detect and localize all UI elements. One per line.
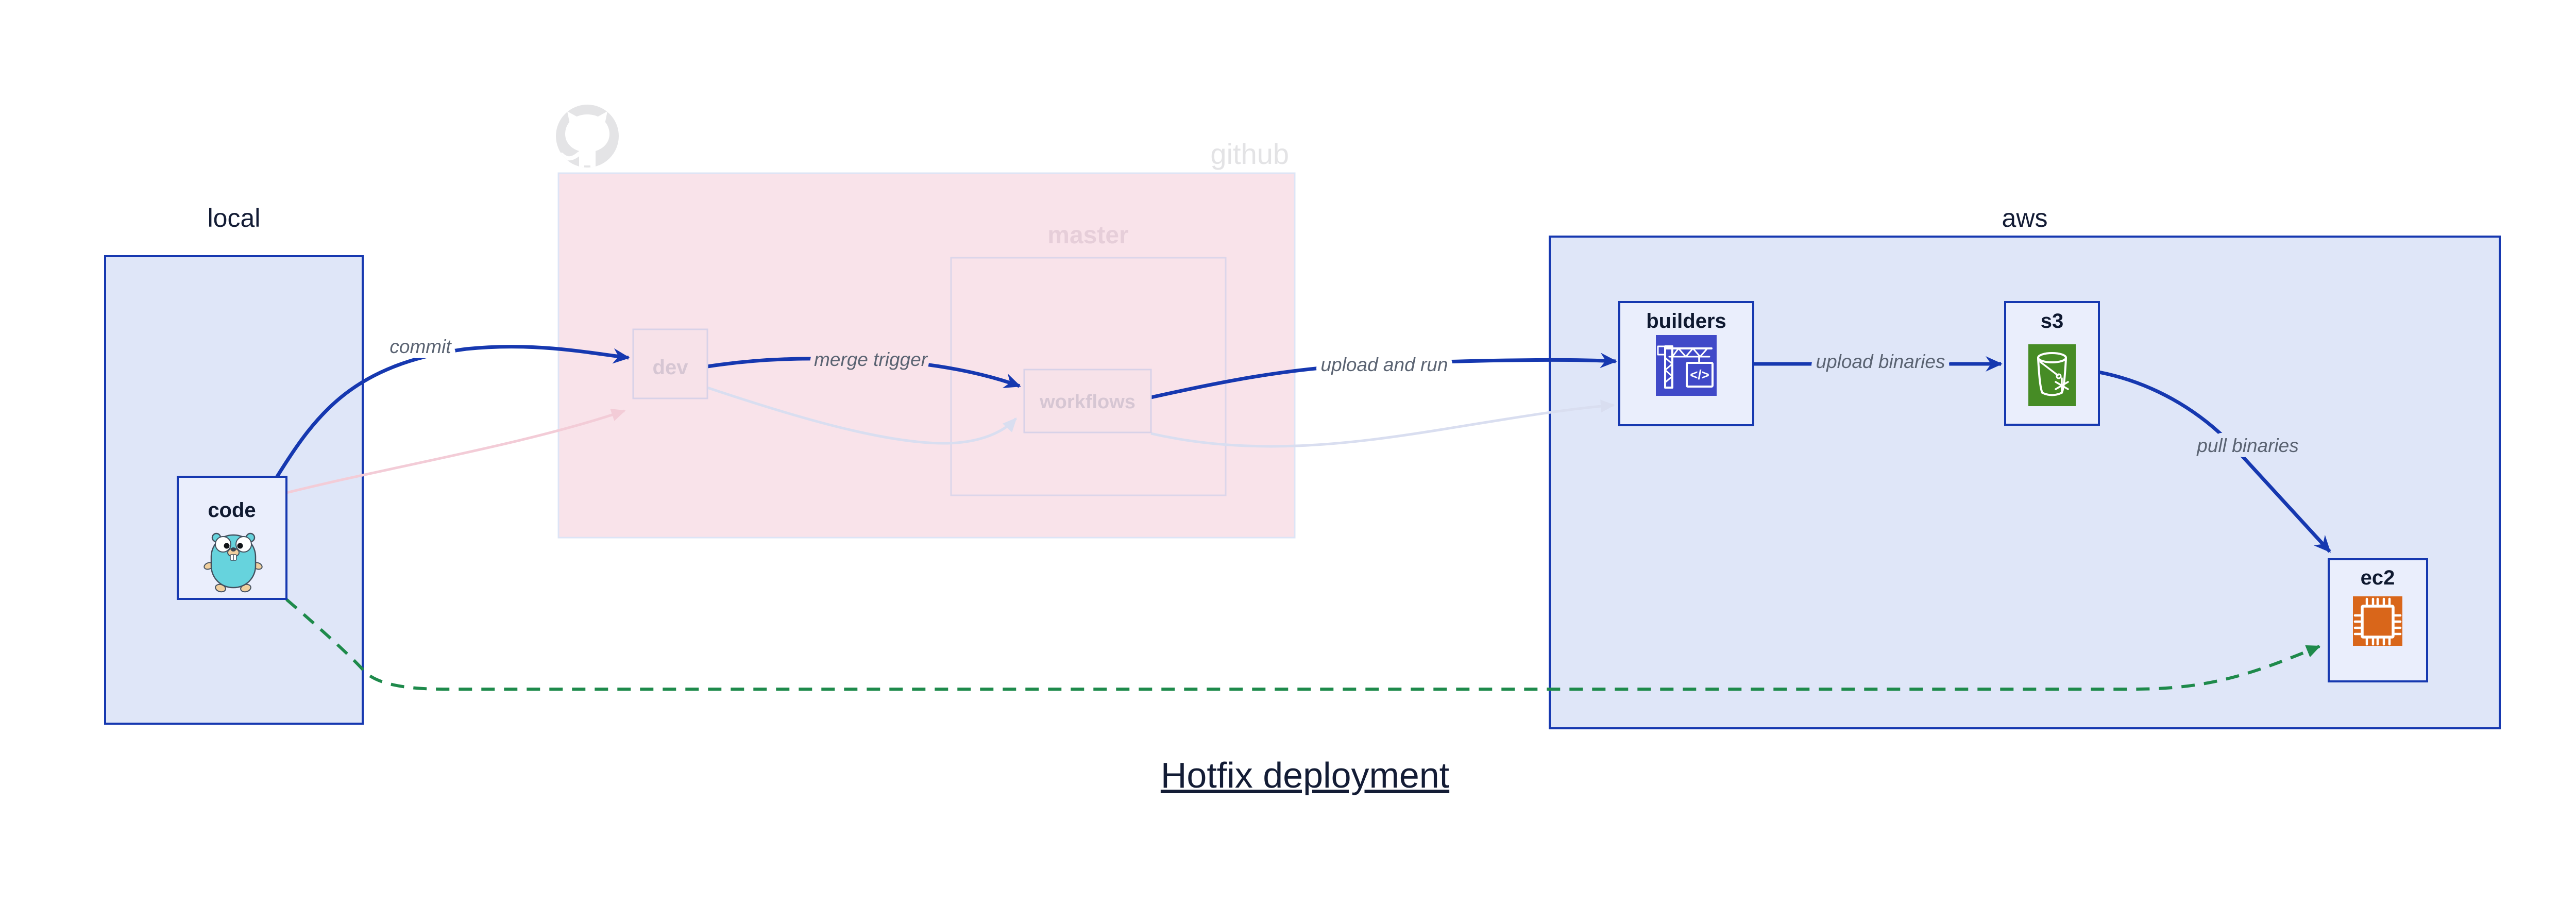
aws-group-label: aws [2002,204,2048,232]
node-workflows: workflows [1023,369,1152,433]
node-s3: s3 [2004,301,2100,426]
node-dev: dev [632,328,708,399]
aws-ec2-chip-icon [2353,596,2402,646]
node-ec2: ec2 [2328,558,2428,682]
edge-pull-binaries [2098,370,2331,553]
master-group-label: master [1047,222,1128,249]
edge-faded-dev-workflows [707,386,1017,445]
node-ec2-label: ec2 [2361,566,2395,589]
edge-merge-trigger [707,357,1021,388]
edge-label-pull-binaries: pull binaries [2196,435,2298,456]
local-group-label: local [208,204,261,232]
diagram-title: Hotfix deployment [1161,755,1449,795]
aws-codebuild-icon: </> [1656,335,1717,396]
edge-label-upload-and-run: upload and run [1321,354,1448,375]
aws-s3-glacier-bucket-icon [2028,344,2076,406]
go-gopher-icon [204,532,263,593]
node-builders-label: builders [1646,310,1726,332]
edge-label-merge-trigger: merge trigger [814,349,928,370]
octocat-icon [556,105,619,168]
node-builders: builders </> [1618,301,1754,426]
edge-label-commit: commit [389,336,452,357]
edge-label-upload-binaries: upload binaries [1816,351,1945,372]
node-dev-label: dev [653,356,689,379]
master-group-box [950,257,1227,496]
node-code: code [177,476,287,600]
node-workflows-label: workflows [1039,391,1136,413]
codebuild-icon-glyph: </> [1690,367,1709,382]
edge-upload-and-run [1150,353,1617,399]
edge-faded-code-dev [286,409,626,494]
node-s3-label: s3 [2041,310,2064,332]
edge-faded-workflows-builders [1150,399,1615,448]
node-code-label: code [208,499,256,522]
github-group-label: github [1210,138,1289,170]
edge-commit [275,345,630,478]
edge-hotfix-dashed [285,598,2321,691]
